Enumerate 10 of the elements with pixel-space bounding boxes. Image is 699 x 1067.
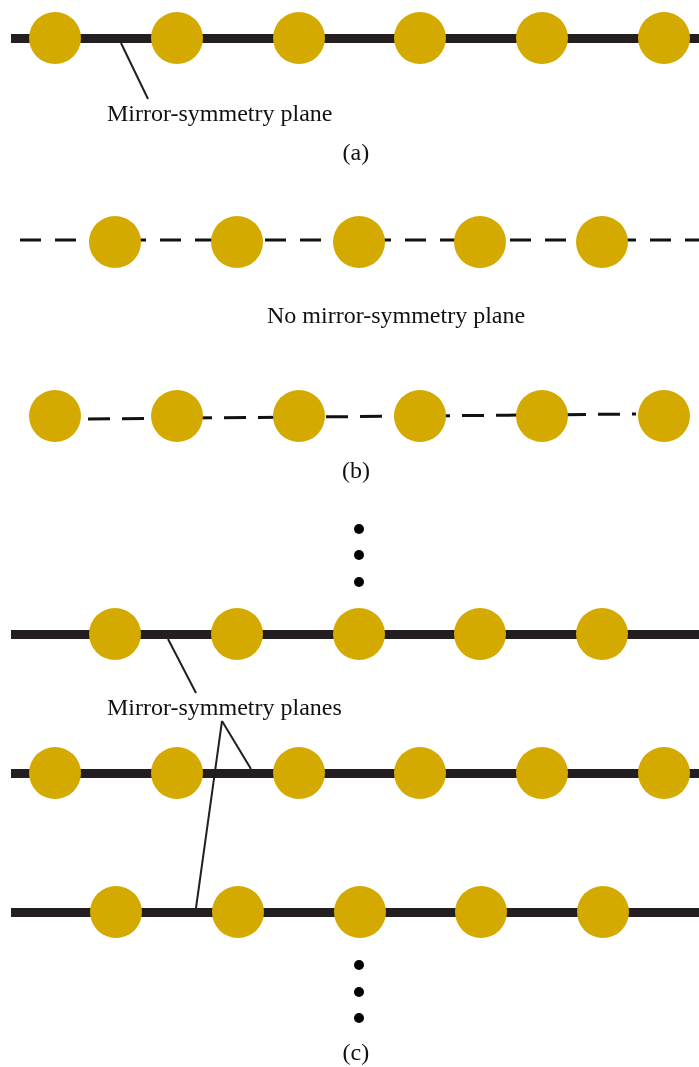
leader-line [195, 720, 223, 909]
leader-line [120, 42, 149, 100]
leader-line [221, 720, 252, 770]
plane-label: Mirror-symmetry plane [107, 99, 333, 127]
panel-label: (c) [342, 1038, 370, 1066]
plane-label: Mirror-symmetry planes [107, 693, 342, 721]
panel-label: (a) [342, 138, 370, 166]
leader-line [167, 638, 197, 694]
caption-text: No mirror-symmetry plane [267, 301, 526, 329]
panel-label: (b) [342, 456, 370, 484]
